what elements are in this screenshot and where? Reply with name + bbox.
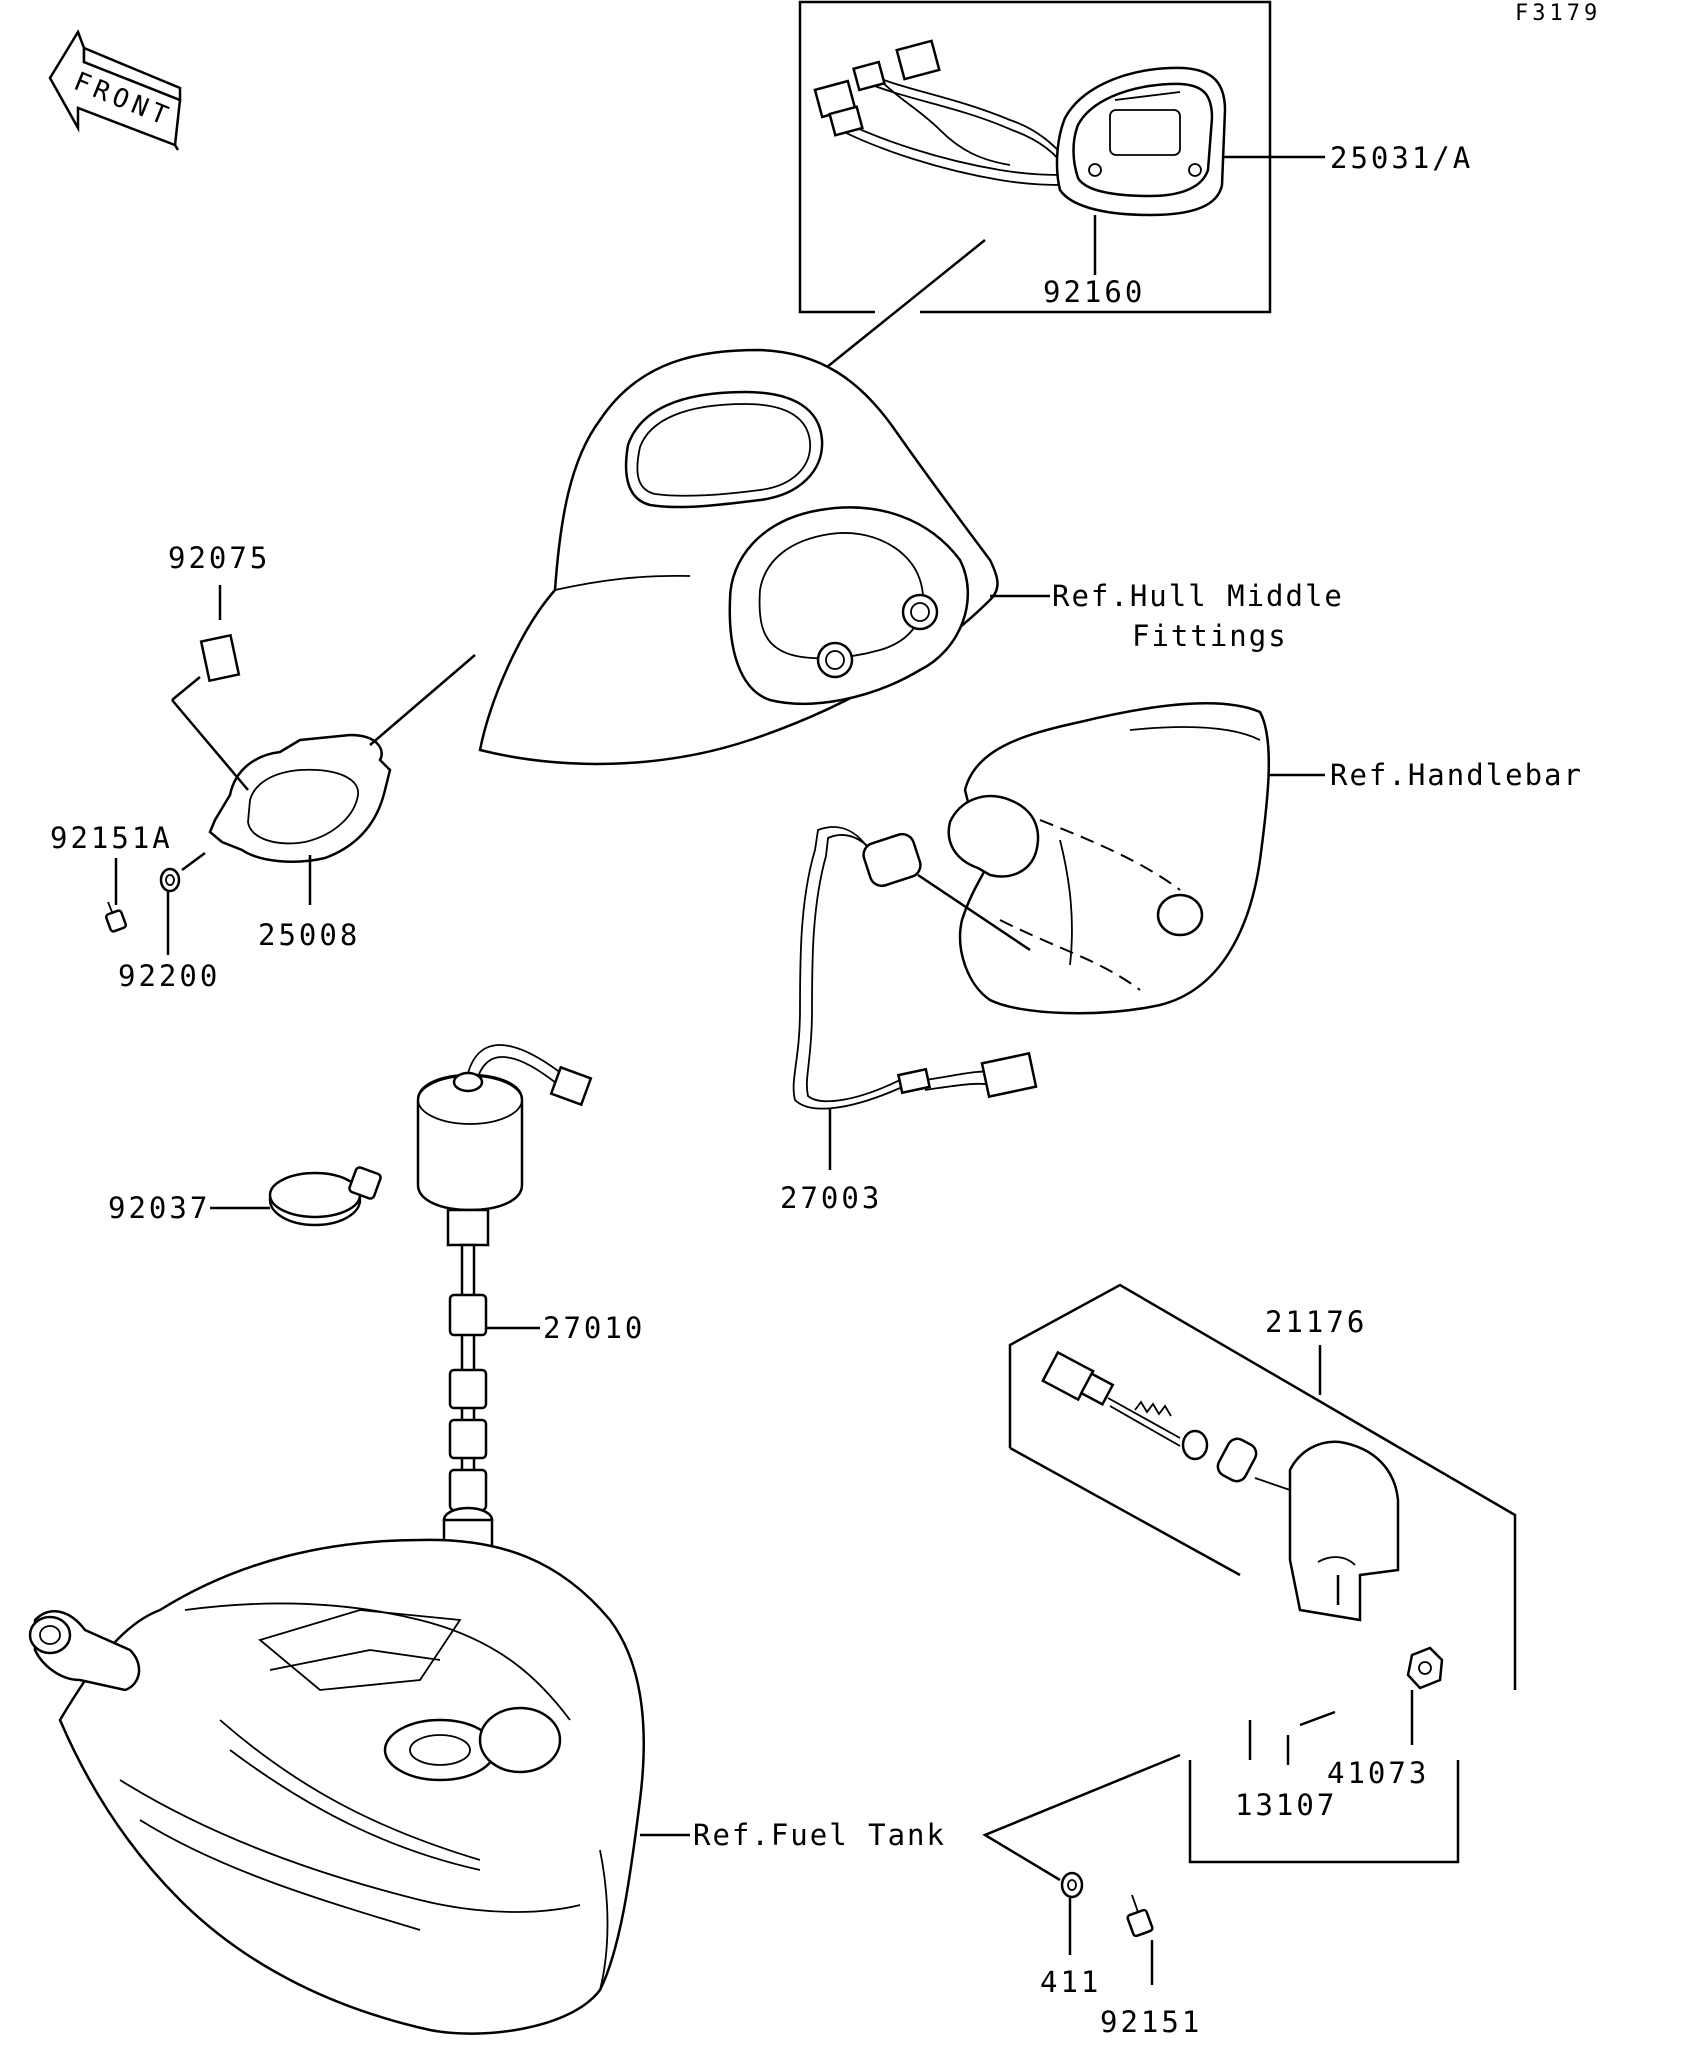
washer-92200-icon <box>159 867 181 893</box>
part-label-92151a: 92151A <box>50 821 173 855</box>
part-label-13107: 13107 <box>1235 1788 1337 1822</box>
part-label-411: 411 <box>1040 1965 1101 1999</box>
part-label-27003: 27003 <box>780 1181 882 1215</box>
part-label-25008: 25008 <box>258 918 360 952</box>
clamp-92037-icon <box>268 1166 382 1227</box>
part-label-27010: 27010 <box>543 1311 645 1345</box>
front-arrow-icon: FRONT <box>48 29 182 151</box>
part-label-92037: 92037 <box>108 1191 210 1225</box>
ignition-switch-21176 <box>1008 1283 1517 1864</box>
key-13107-icon <box>1299 1710 1336 1727</box>
meter-inset <box>798 0 1272 314</box>
ref-fuel-tank: Ref.Fuel Tank <box>693 1818 946 1852</box>
part-label-92075: 92075 <box>168 541 270 575</box>
part-label-92160: 92160 <box>1043 275 1145 309</box>
bolt-92151-icon <box>1126 1894 1154 1938</box>
fuel-tank <box>28 1538 645 2035</box>
part-label-25031: 25031/A <box>1330 141 1473 175</box>
figure-code: F3179 <box>1515 1 1601 26</box>
part-label-41073: 41073 <box>1327 1756 1429 1790</box>
washer-411-icon <box>1060 1871 1084 1899</box>
switch-27003 <box>792 826 1038 1110</box>
ref-hull-middle-line1: Ref.Hull Middle <box>1052 579 1344 613</box>
hull-middle-fittings <box>478 348 999 766</box>
bolt-92151a-icon <box>104 901 128 933</box>
nut-41073-icon <box>1406 1646 1444 1690</box>
part-label-92151: 92151 <box>1100 2005 1202 2039</box>
ref-hull-middle-line2: Fittings <box>1132 619 1288 653</box>
handlebar <box>947 701 1271 1015</box>
ref-handlebar: Ref.Handlebar <box>1330 758 1583 792</box>
bracket-25008 <box>171 633 392 863</box>
part-label-92200: 92200 <box>118 959 220 993</box>
part-label-21176: 21176 <box>1265 1305 1367 1339</box>
